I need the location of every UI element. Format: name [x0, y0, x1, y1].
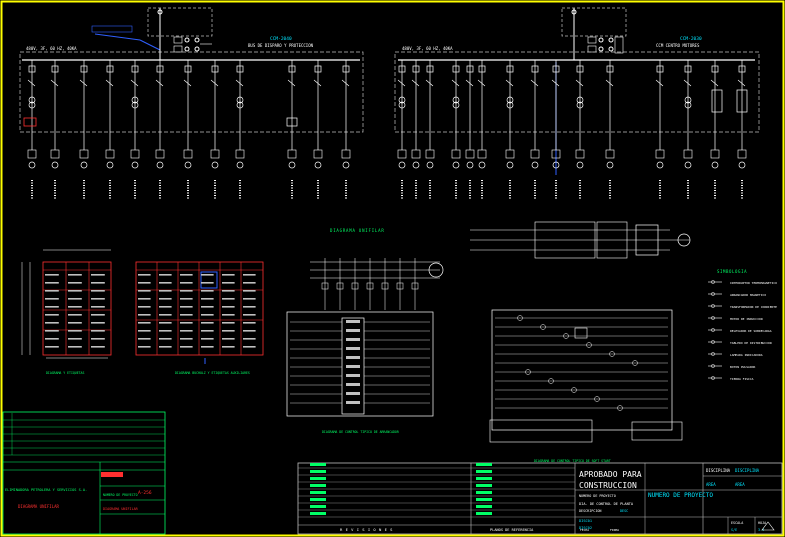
desc-label: DESCRIPCION	[579, 509, 601, 513]
firma-label-1: FIRMA	[610, 528, 619, 532]
panel-left-desc: BUS DE DISPARO Y PROTECCION	[248, 43, 314, 48]
control-diagram-mid: DIAGRAMA DE CONTROL TIPICO DE ARRANCADOR	[286, 258, 444, 434]
area-value: AREA	[735, 482, 745, 487]
planos-ref-label: PLANOS DE REFERENCIA	[490, 528, 534, 532]
title-control-right: DIAGRAMA DE CONTROL TIPICO DE SOFT START	[534, 459, 611, 463]
panel-right-desc: CCM CENTRO MOTORES	[656, 43, 700, 48]
doc-code: A-256	[138, 490, 152, 496]
layout-table-left: DIAGRAMA Y ETIQUETAS	[21, 249, 112, 375]
approved-line-2: CONSTRUCCION	[579, 481, 637, 490]
discipline-value: DISCIPLINA	[735, 468, 760, 473]
desc-value: DESC	[620, 509, 628, 513]
legend-item: TABLERO DE DISTRIBUCION	[708, 340, 772, 345]
fecha-label-1: FECHA	[580, 528, 589, 532]
legend-item-label: INTERRUPTOR TERMOMAGNETICO	[730, 281, 777, 285]
escala-value: S/E	[731, 528, 737, 532]
legend-item: TIERRA FISICA	[708, 376, 754, 381]
panel-left-name: CCM-2040	[270, 36, 292, 42]
legend: SIMBOLOGIA INTERRUPTOR TERMOMAGNETICO ARR…	[708, 269, 777, 381]
north-triangle-icon	[761, 521, 775, 531]
legend-item-label: RELEVADOR DE SOBRECARGA	[730, 329, 772, 333]
legend-item-label: TIERRA FISICA	[730, 377, 754, 381]
project-label-left: NUMERO DE PROYECTO	[103, 493, 138, 497]
panel-right-bus-label: 480V, 3F, 60 HZ, 40KA	[402, 46, 453, 51]
company-name: ELIMINADORA PETROLERA Y SERVICIOS S.A.	[5, 488, 87, 492]
project-number: NUMERO DE PROYECTO	[648, 492, 713, 499]
drawing-name: DIAGRAMA UNIFILAR	[18, 504, 60, 509]
code-1: DISC01	[579, 519, 592, 523]
revisiones-label: R E V I S I O N E S	[340, 527, 393, 532]
legend-title: SIMBOLOGIA	[717, 269, 747, 274]
code-2: DISC02	[579, 526, 592, 530]
title-control-mid: DIAGRAMA DE CONTROL TIPICO DE ARRANCADOR	[322, 430, 399, 434]
legend-item-label: BOTON PULSADOR	[730, 365, 755, 369]
legend-item-label: TRANSFORMADOR DE CORRIENTE	[730, 305, 777, 309]
legend-item-label: MOTOR DE INDUCCION	[730, 317, 763, 321]
legend-item: MOTOR DE INDUCCION	[708, 316, 763, 321]
control-diagram-right: DIAGRAMA DE CONTROL TIPICO DE SOFT START	[470, 221, 691, 463]
sheet-number: 3-4	[758, 528, 764, 532]
escala-label: ESCALA	[731, 521, 743, 525]
title-diagrama-unifilar: DIAGRAMA UNIFILAR	[330, 228, 385, 233]
panel-left: 480V, 3F, 60 HZ, 40KA CCM-2040 BUS DE DI…	[19, 7, 364, 200]
project-label: NUMERO DE PROYECTO	[579, 494, 616, 498]
panel-left-bus-label: 480V, 3F, 60 HZ, 40KA	[26, 46, 77, 51]
feeders-right	[397, 60, 747, 200]
feeders-left	[23, 60, 351, 200]
hoja-label: HOJA	[758, 521, 766, 525]
panel-right-name: CCM-2030	[680, 36, 702, 42]
discipline-label: DISCIPLINA	[706, 468, 731, 473]
legend-item: RELEVADOR DE SOBRECARGA	[708, 328, 772, 333]
legend-item: TRANSFORMADOR DE CORRIENTE	[708, 304, 777, 309]
legend-item: LAMPARA INDICADORA	[708, 352, 763, 357]
legend-item-label: TABLERO DE DISTRIBUCION	[730, 341, 772, 345]
legend-item-label: LAMPARA INDICADORA	[730, 353, 763, 357]
panel-right: 480V, 3F, 60 HZ, 40KA CCM-2030 CCM CENTR…	[394, 7, 760, 200]
legend-item-label: ARRANCADOR MAGNETICO	[730, 293, 766, 297]
legend-item: BOTON PULSADOR	[708, 364, 755, 369]
titleblock-left: ELIMINADORA PETROLERA Y SERVICIOS S.A. D…	[2, 411, 166, 535]
title-layout-right: DIAGRAMA BUCHOLZ Y ETIQUETAS AUXILIARES	[175, 371, 250, 375]
drawing-name-small: DIAGRAMA UNIFILAR	[103, 507, 139, 511]
legend-item: ARRANCADOR MAGNETICO	[708, 292, 766, 297]
drawing-subtitle: DIA. DE CONTROL DE PLANTA	[579, 502, 634, 506]
area-label: AREA	[706, 482, 716, 487]
layout-table-right: DIAGRAMA BUCHOLZ Y ETIQUETAS AUXILIARES	[135, 261, 264, 375]
title-layout-left: DIAGRAMA Y ETIQUETAS	[46, 371, 84, 375]
legend-item: INTERRUPTOR TERMOMAGNETICO	[708, 280, 777, 285]
titleblock-right: APROBADO PARA CONSTRUCCION DISCIPLINA AR…	[297, 462, 783, 535]
approved-line-1: APROBADO PARA	[579, 470, 642, 479]
